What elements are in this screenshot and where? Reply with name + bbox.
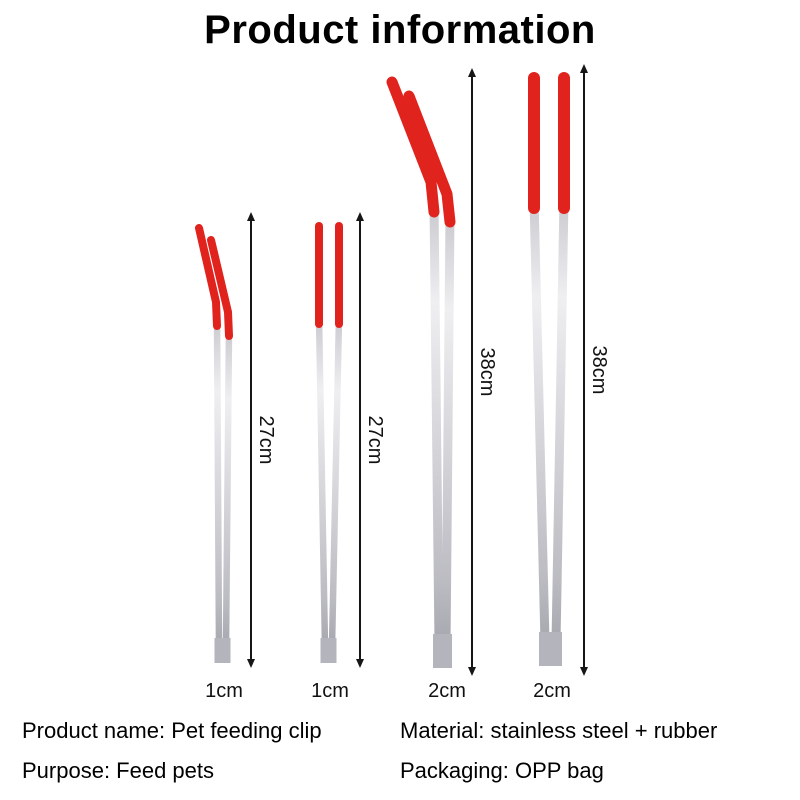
length-label: 38cm: [588, 345, 610, 395]
feeding-clip-27cm-bent-tip-image: [195, 224, 233, 663]
product-name-text: Product name: Pet feeding clip: [22, 718, 322, 743]
width-label: 1cm: [311, 680, 349, 702]
arrow-up-icon: [247, 212, 255, 221]
width-label: 2cm: [428, 680, 466, 702]
feeding-clip-27cm-straight-tip-image: [315, 222, 343, 663]
arrow-down-icon: [247, 659, 255, 668]
arrow-up-icon: [468, 68, 476, 77]
arrow-down-icon: [580, 667, 588, 676]
arrow-down-icon: [468, 667, 476, 676]
feeding-clip-38cm-bent-tip-image: [386, 76, 456, 668]
dimension-shaft: [471, 77, 473, 667]
material-text: Material: stainless steel + rubber: [400, 718, 718, 743]
page-title: Product information: [204, 8, 596, 52]
width-label: 2cm: [533, 680, 571, 702]
arrow-up-icon: [580, 64, 588, 73]
length-label: 27cm: [255, 415, 277, 465]
feeding-clip-38cm-straight-tip-image: [528, 72, 570, 666]
arrow-up-icon: [356, 212, 364, 221]
arrow-down-icon: [356, 659, 364, 668]
dimension-line-27cm: 27cm: [247, 212, 277, 668]
dimension-shaft: [250, 221, 252, 659]
dimension-line-27cm: 27cm: [356, 212, 386, 668]
width-label: 1cm: [205, 680, 243, 702]
length-label: 38cm: [476, 347, 498, 397]
dimension-shaft: [359, 221, 361, 659]
purpose-text: Purpose: Feed pets: [22, 758, 215, 783]
packaging-text: Packaging: OPP bag: [400, 758, 604, 783]
product-showcase: 27cm 27cm 38cm: [0, 50, 800, 792]
dimension-line-38cm: 38cm: [468, 68, 498, 676]
length-label: 27cm: [364, 415, 386, 465]
dimension-line-38cm: 38cm: [580, 64, 610, 676]
dimension-shaft: [583, 73, 585, 667]
